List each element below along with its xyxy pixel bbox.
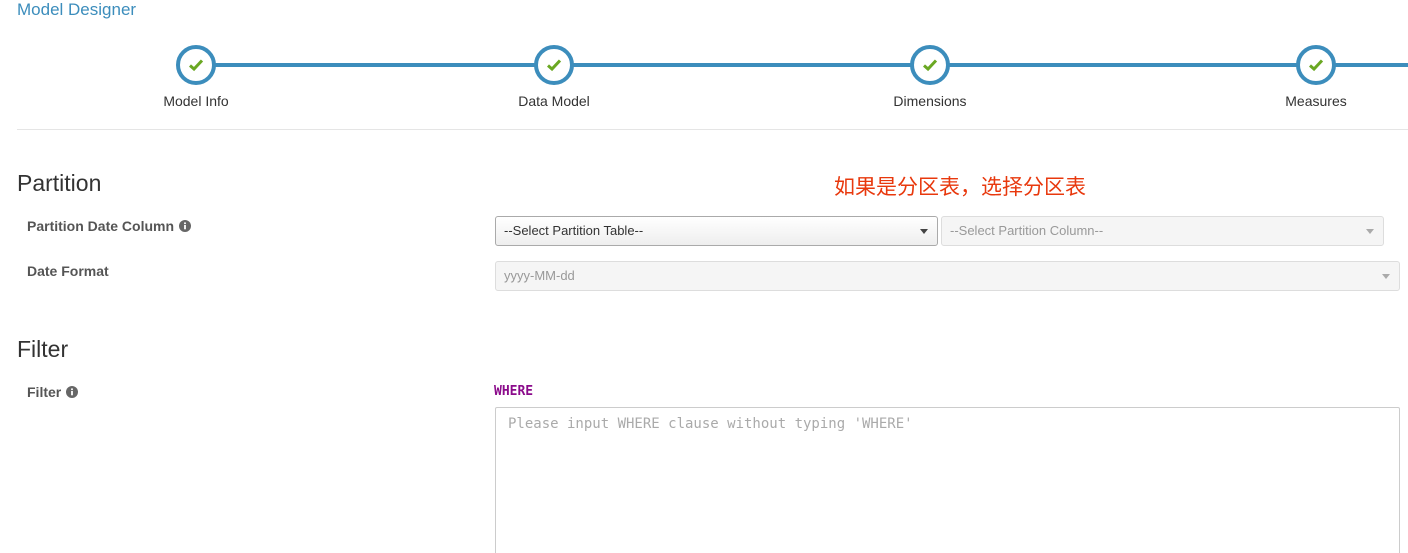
filter-section-title: Filter — [17, 336, 69, 362]
wizard-step-dimensions[interactable]: Dimensions — [850, 45, 1010, 110]
step-label: Data Model — [518, 93, 590, 109]
step-complete-circle — [1296, 45, 1336, 85]
field-label-text: Filter — [27, 384, 62, 400]
caret-down-icon — [920, 229, 928, 234]
check-icon — [547, 59, 562, 72]
wizard-progress-line — [196, 63, 1408, 67]
wizard-divider — [17, 129, 1408, 130]
caret-down-icon — [1382, 274, 1390, 279]
check-icon — [923, 59, 938, 72]
check-icon — [189, 59, 204, 72]
field-label-text: Partition Date Column — [27, 218, 175, 234]
field-label-text: Date Format — [27, 263, 109, 279]
step-complete-circle — [176, 45, 216, 85]
filter-where-input[interactable] — [495, 407, 1400, 553]
step-complete-circle — [910, 45, 950, 85]
partition-column-select[interactable]: --Select Partition Column-- — [941, 216, 1384, 246]
wizard-step-measures[interactable]: Measures — [1236, 45, 1396, 110]
where-keyword: WHERE — [494, 384, 534, 399]
select-value: --Select Partition Column-- — [950, 223, 1104, 238]
step-complete-circle — [534, 45, 574, 85]
partition-section-title: Partition — [17, 170, 102, 196]
check-icon — [1309, 59, 1324, 72]
partition-date-column-label: Partition Date Column — [27, 217, 192, 235]
step-label: Measures — [1285, 93, 1347, 109]
annotation-note: 如果是分区表，选择分区表 — [834, 176, 1086, 199]
wizard-step-model-info[interactable]: Model Info — [116, 45, 276, 110]
info-icon[interactable] — [66, 386, 79, 398]
date-format-select[interactable]: yyyy-MM-dd — [495, 261, 1400, 291]
step-label: Dimensions — [893, 93, 967, 109]
partition-table-select[interactable]: --Select Partition Table-- — [495, 216, 938, 246]
date-format-label: Date Format — [27, 262, 109, 280]
wizard-step-data-model[interactable]: Data Model — [474, 45, 634, 110]
step-label: Model Info — [163, 93, 229, 109]
caret-down-icon — [1366, 229, 1374, 234]
select-value: --Select Partition Table-- — [504, 223, 644, 238]
page-title: Model Designer — [17, 0, 137, 19]
info-icon[interactable] — [179, 220, 192, 232]
select-value: yyyy-MM-dd — [504, 268, 575, 283]
filter-label: Filter — [27, 383, 79, 401]
